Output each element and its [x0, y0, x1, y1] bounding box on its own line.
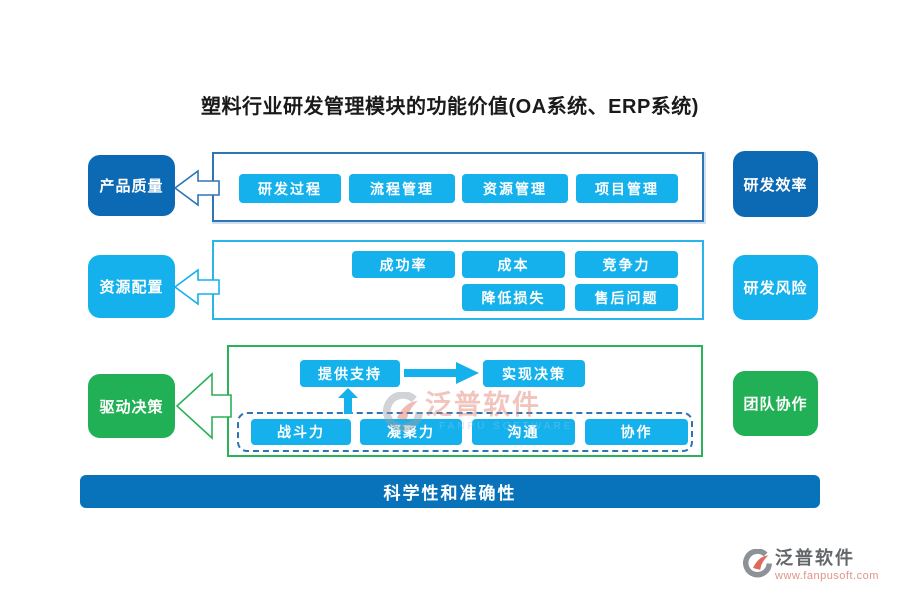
node-communication: 沟通: [472, 419, 575, 445]
node-team-collaboration: 团队协作: [733, 371, 818, 436]
team-group-frame: [237, 412, 693, 452]
node-rd-risk: 研发风险: [733, 255, 818, 320]
node-collaboration: 协作: [585, 419, 688, 445]
left-block-arrow-icon: [176, 370, 232, 442]
footer-brand: 泛普软件 www.fanpusoft.com: [743, 548, 879, 583]
node-resource-mgmt: 资源管理: [462, 174, 568, 203]
left-block-arrow-icon: [174, 268, 220, 306]
footer-website-link[interactable]: www.fanpusoft.com: [775, 570, 879, 582]
page-title: 塑料行业研发管理模块的功能价值(OA系统、ERP系统): [201, 96, 699, 118]
node-cost: 成本: [462, 251, 565, 278]
fanpu-logo-icon: [743, 548, 772, 583]
node-rd-efficiency: 研发效率: [733, 151, 818, 217]
up-arrow-icon: [338, 388, 358, 414]
node-reduce-loss: 降低损失: [462, 284, 565, 311]
right-arrow-icon: [404, 361, 480, 385]
node-provide-support: 提供支持: [300, 360, 400, 387]
left-block-arrow-icon: [174, 169, 220, 207]
node-rd-process: 研发过程: [239, 174, 341, 203]
node-process-mgmt: 流程管理: [349, 174, 455, 203]
node-combat-power: 战斗力: [251, 419, 351, 445]
node-competitiveness: 竞争力: [575, 251, 678, 278]
node-realize-decision: 实现决策: [483, 360, 585, 387]
footer-brand-name: 泛普软件: [775, 548, 855, 568]
node-product-quality: 产品质量: [88, 155, 175, 216]
node-drive-decision: 驱动决策: [88, 374, 175, 438]
bottom-banner: 科学性和准确性: [80, 475, 820, 508]
node-project-mgmt: 项目管理: [576, 174, 678, 203]
node-success-rate: 成功率: [352, 251, 455, 278]
node-cohesion: 凝聚力: [360, 419, 462, 445]
node-resource-allocation: 资源配置: [88, 255, 175, 318]
node-after-sales-issues: 售后问题: [575, 284, 678, 311]
